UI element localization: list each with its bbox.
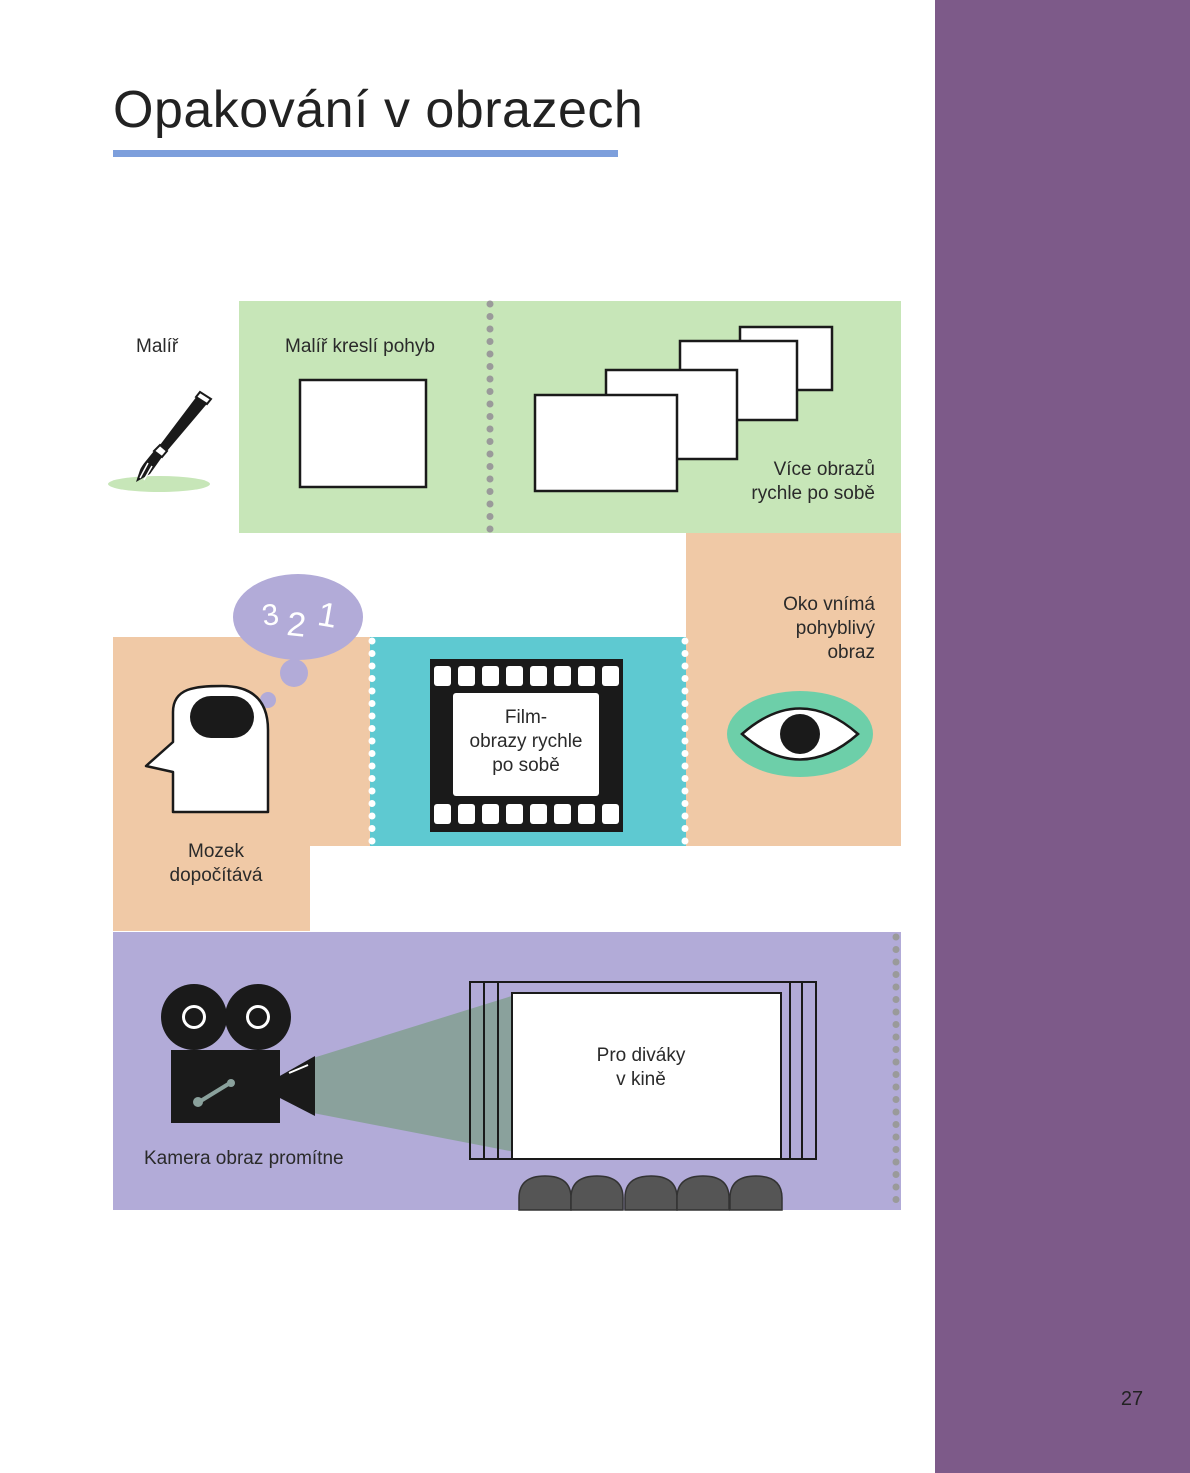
label-brain: Mozek dopočítává: [130, 840, 302, 888]
label-film-line1: Film-: [504, 707, 548, 728]
head-icon: [144, 684, 270, 814]
page-title: Opakování v obrazech: [113, 81, 644, 139]
label-cinema-line2: v kině: [616, 1069, 666, 1090]
label-eye-line3: obraz: [827, 642, 875, 663]
stacked-frames: [533, 325, 834, 493]
label-camera: Kamera obraz promítne: [144, 1148, 344, 1169]
label-painter-draws: Malíř kreslí pohyb: [285, 336, 435, 357]
label-more-images-line2: rychle po sobě: [751, 483, 875, 504]
paintbrush-icon: [108, 390, 213, 492]
peach-panel-right: [686, 533, 901, 846]
label-cinema: Pro diváky v kině: [512, 1044, 770, 1092]
label-cinema-line1: Pro diváky: [596, 1045, 686, 1066]
thought-bubble-icon: [233, 574, 363, 708]
thought-number-2: 2: [285, 605, 308, 645]
eye-icon: [727, 691, 873, 777]
thought-number-3: 3: [260, 598, 281, 633]
side-band: [935, 0, 1190, 1473]
label-eye: Oko vnímá pohyblivý obraz: [700, 593, 875, 665]
cinema-seats-icon: [518, 1175, 783, 1211]
movie-camera-icon: [161, 984, 315, 1123]
cinema-screen-icon: [469, 981, 817, 1160]
label-painter: Malíř: [136, 336, 179, 357]
label-film: Film- obrazy rychle po sobě: [453, 706, 599, 778]
diagram-canvas: 3 2 1: [108, 300, 901, 1211]
single-frame: [298, 378, 428, 489]
projector-beam: [313, 995, 515, 1152]
page-number: 27: [1120, 1388, 1144, 1410]
label-film-line3: po sobě: [492, 755, 560, 776]
label-film-line2: obrazy rychle: [469, 731, 583, 752]
label-more-images-line1: Více obrazů: [773, 459, 875, 480]
title-underline: [113, 150, 618, 157]
label-brain-line2: dopočítává: [169, 865, 263, 886]
label-more-images: Více obrazů rychle po sobě: [700, 458, 875, 506]
film-strip-icon: [430, 659, 623, 832]
label-eye-line1: Oko vnímá: [783, 594, 875, 615]
label-eye-line2: pohyblivý: [795, 618, 875, 639]
label-brain-line1: Mozek: [188, 841, 244, 862]
